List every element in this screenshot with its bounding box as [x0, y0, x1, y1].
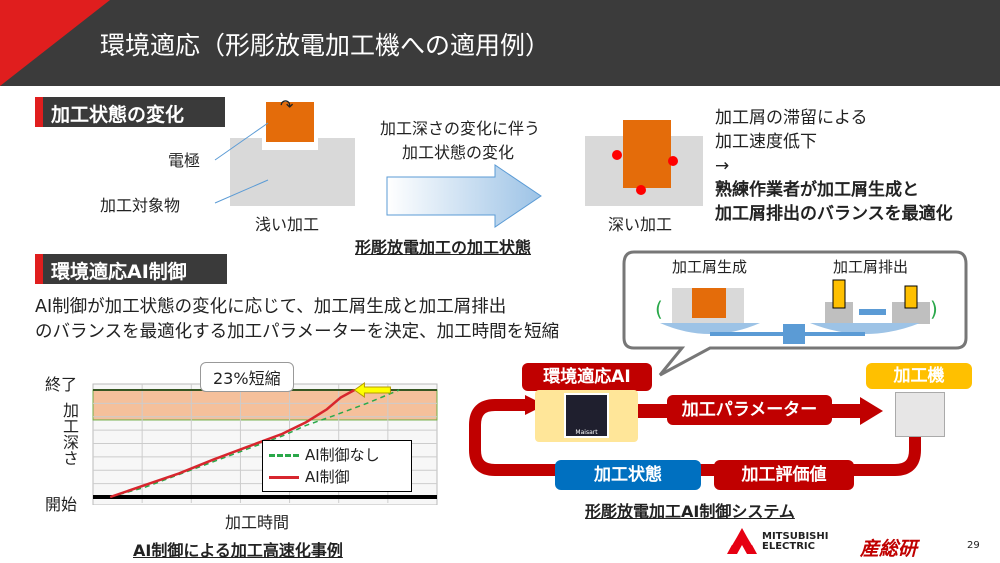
- slide-title: 環境適応（形彫放電加工機への適用例）: [100, 31, 551, 60]
- section-label-ai-control: 環境適応AI制御: [35, 254, 227, 284]
- note-arrow: →: [715, 156, 730, 176]
- note-text: 加工屑の滞留による 加工速度低下 → 熟練作業者が加工屑生成と 加工屑排出のバラ…: [715, 106, 953, 226]
- rotate-arrow-icon: ↷: [280, 96, 294, 115]
- arrow-text-1: 加工深さの変化に伴う: [380, 119, 541, 138]
- page-number: 29: [967, 540, 980, 551]
- legend-label: AI制御なし: [305, 446, 380, 464]
- legend-item: AI制御なし: [269, 444, 405, 466]
- deep-label: 深い加工: [608, 215, 673, 234]
- header-accent: [0, 0, 110, 86]
- y-axis-label: 加工深さ: [60, 402, 79, 466]
- arrow-text-2: 加工状態の変化: [402, 143, 515, 162]
- section-label-machining-state: 加工状態の変化: [35, 97, 225, 127]
- debris-spark: [636, 185, 646, 195]
- ai-label-badge: 環境適応AI: [522, 363, 652, 391]
- description: AI制御が加工状態の変化に応じて、加工屑生成と加工屑排出 のバランスを最適化する…: [35, 295, 559, 345]
- note-line: 加工速度低下: [715, 132, 817, 152]
- transition-arrow-icon: [386, 164, 542, 228]
- state-badge: 加工状態: [555, 460, 701, 490]
- ai-box: Maisart: [535, 390, 638, 442]
- electrode-shallow: [266, 102, 314, 142]
- machine-icon: [895, 392, 945, 437]
- electrode-deep: [623, 120, 671, 188]
- target-band: [92, 389, 438, 421]
- evaluation-badge: 加工評価値: [714, 460, 854, 490]
- aist-logo: 産総研: [860, 538, 918, 560]
- section1-caption: 形彫放電加工の加工状態: [355, 238, 532, 257]
- chart-legend: AI制御なし AI制御: [262, 440, 412, 492]
- note-line: 加工屑の滞留による: [715, 108, 868, 128]
- electrode-label: 電極: [168, 151, 201, 170]
- system-caption: 形彫放電加工AI制御システム: [585, 502, 795, 521]
- shallow-label: 浅い加工: [255, 215, 320, 234]
- mitsubishi-logo-icon: [727, 528, 757, 554]
- debris-spark: [612, 150, 622, 160]
- debris-spark: [668, 156, 678, 166]
- mitsubishi-line: MITSUBISHI: [762, 531, 829, 542]
- speech-bubble: (): [622, 250, 968, 377]
- slide-header: 環境適応（形彫放電加工機への適用例）: [0, 0, 1000, 86]
- mitsubishi-line: ELECTRIC: [762, 541, 815, 552]
- legend-item: AI制御: [269, 466, 405, 488]
- x-axis-label: 加工時間: [225, 513, 290, 532]
- y-top-label: 終了: [45, 375, 78, 394]
- debris-generation-label: 加工屑生成: [672, 258, 748, 276]
- y-bottom-label: 開始: [45, 495, 78, 514]
- chart-title: AI制御による加工高速化事例: [133, 541, 343, 560]
- description-line: AI制御が加工状態の変化に応じて、加工屑生成と加工屑排出: [35, 297, 507, 317]
- maisart-logo: Maisart: [564, 393, 609, 438]
- shortening-arrow-icon: [353, 382, 391, 398]
- annotation-callout: 23%短縮: [200, 362, 294, 392]
- description-line: のバランスを最適化する加工パラメーターを決定、加工時間を短縮: [35, 322, 560, 342]
- workpiece-label: 加工対象物: [100, 196, 181, 215]
- debris-discharge-label: 加工屑排出: [833, 258, 909, 276]
- leader-lines: [214, 122, 269, 204]
- parameter-badge: 加工パラメーター: [667, 395, 832, 425]
- mitsubishi-text: MITSUBISHI ELECTRIC: [762, 532, 828, 552]
- machine-label-badge: 加工機: [866, 363, 972, 389]
- note-bold-line: 加工屑排出のバランスを最適化: [715, 204, 953, 224]
- legend-label: AI制御: [305, 468, 350, 486]
- svg-text:(: (: [655, 297, 663, 321]
- note-bold-line: 熟練作業者が加工屑生成と: [715, 180, 919, 200]
- svg-text:): ): [930, 297, 938, 321]
